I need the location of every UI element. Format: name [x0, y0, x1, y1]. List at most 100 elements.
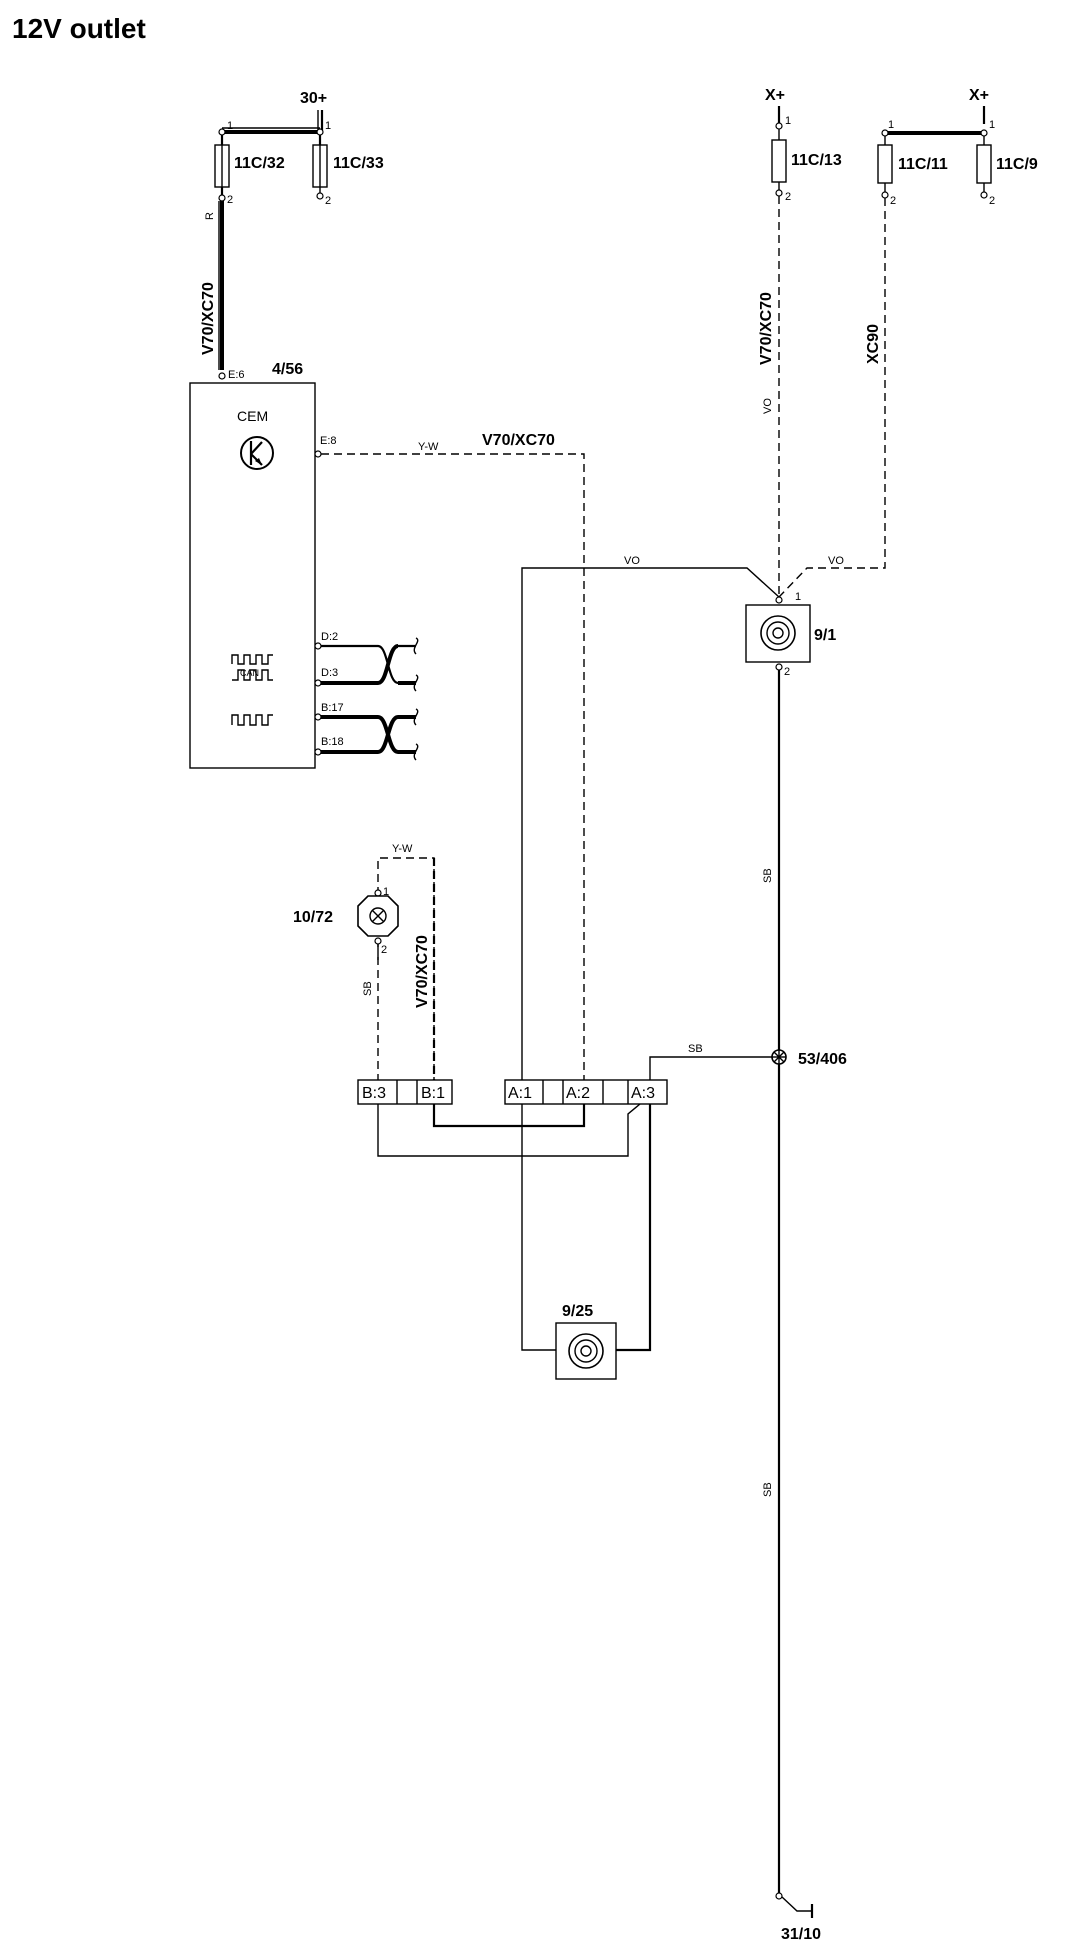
- cem-label: CEM: [237, 408, 268, 424]
- supply-30-label: 30+: [300, 90, 327, 107]
- cem-e8-pin: [314, 450, 322, 458]
- fuse-33-pin2-num: 2: [325, 195, 331, 207]
- can-twisted-pair-b: [321, 708, 419, 761]
- fuse-11c11-label: 11C/11: [898, 156, 948, 173]
- cem-e6-label: E:6: [228, 369, 245, 381]
- ground-label: 31/10: [781, 1926, 821, 1943]
- ground-pin: [775, 1892, 783, 1900]
- lamp-pin2-num: 2: [381, 944, 387, 956]
- cem-b17-pin: [314, 713, 322, 721]
- lamp-pin1: [374, 889, 382, 897]
- wire-v70xc70-label-3: V70/XC70: [758, 292, 775, 365]
- outlet-91-pin2-num: 2: [784, 666, 790, 678]
- outlet-91-pin2: [775, 663, 783, 671]
- cem-d2-label: D:2: [321, 631, 338, 643]
- fuse-13-pin2: [775, 189, 783, 197]
- fuse-32-pin2-num: 2: [227, 194, 233, 206]
- fuse-33-pin2: [316, 192, 324, 200]
- lamp-label: 10/72: [293, 909, 333, 926]
- connector-b1-label: B:1: [421, 1085, 445, 1102]
- ground-lead: [781, 1896, 812, 1912]
- wire-vo-outlet-a1: [521, 567, 780, 1080]
- fuse-11c13-label: 11C/13: [791, 152, 842, 169]
- wire-sb-label-2: SB: [762, 1482, 774, 1497]
- wire-vo-xc90: [778, 198, 886, 598]
- wire-r-label: R: [204, 212, 216, 220]
- wire-b1-a2: [432, 1104, 586, 1128]
- cem-b17-label: B:17: [321, 702, 344, 714]
- cem-b18-label: B:18: [321, 736, 344, 748]
- fuse-9-pin2-num: 2: [989, 195, 995, 207]
- fuse-32-pin2: [218, 194, 226, 202]
- lamp-icon: [357, 895, 399, 937]
- cem-e8-label: E:8: [320, 435, 337, 447]
- wire-yw-label-2: Y-W: [392, 843, 413, 855]
- wire-yw-label-1: Y-W: [418, 441, 439, 453]
- fuse-11c13: [771, 139, 787, 183]
- connector-a2-label: A:2: [566, 1085, 590, 1102]
- outlet-9-25-label: 9/25: [562, 1303, 593, 1320]
- outlet-9-1-label: 9/1: [814, 627, 836, 644]
- fuse-11c11: [877, 144, 893, 184]
- wire-b3-a3: [377, 1103, 641, 1157]
- fuse-11-pin2: [881, 191, 889, 199]
- wire-sb-label-1: SB: [762, 868, 774, 883]
- splice-53-406: [771, 1049, 787, 1065]
- wire-xc90-label: XC90: [865, 324, 882, 364]
- outlet-rear-socket-icon: [568, 1333, 604, 1369]
- cem-control-icon: [240, 436, 274, 470]
- cem-d3-pin: [314, 679, 322, 687]
- fuse-11c9: [976, 144, 992, 184]
- wire-sb-label-4: SB: [362, 981, 374, 996]
- fuse-11c32-label: 11C/32: [234, 155, 285, 172]
- wire-vo-label-3: VO: [624, 555, 640, 567]
- wire-v70xc70-label-2: V70/XC70: [482, 432, 555, 449]
- wire-v70xc70-label-1: V70/XC70: [200, 282, 217, 355]
- fuse-9-pin1: [980, 129, 988, 137]
- fuse-32-pin1-num: 1: [227, 120, 233, 132]
- cem-b18-pin: [314, 748, 322, 756]
- fuse-9-pin2: [980, 191, 988, 199]
- wire-sb-splice-a3: [649, 1056, 772, 1080]
- wire-yw-cem-a2: [321, 453, 585, 1080]
- splice-label: 53/406: [798, 1051, 847, 1068]
- fuse-33-pin1-num: 1: [325, 120, 331, 132]
- connector-a1-label: A:1: [508, 1085, 532, 1102]
- supply-x-label-1: X+: [765, 87, 785, 104]
- wire-vo-label-1: VO: [762, 398, 774, 414]
- wire-a3-outlet-rear: [614, 1104, 652, 1352]
- page-title: 12V outlet: [12, 13, 146, 44]
- cem-e6-pin: [218, 372, 226, 380]
- fuse-13-pin1-num: 1: [785, 115, 791, 127]
- outlet-socket-icon: [760, 615, 796, 651]
- connector-b: [357, 1079, 453, 1105]
- fuse-11-pin2-num: 2: [890, 195, 896, 207]
- fuse-32-pin1: [218, 128, 226, 136]
- wire-vo-label-2: VO: [828, 555, 844, 567]
- fuse-13-pin1: [775, 122, 783, 130]
- connector-a3-label: A:3: [631, 1085, 655, 1102]
- connector-b3-label: B:3: [362, 1085, 386, 1102]
- outlet-91-pin1-num: 1: [795, 591, 801, 603]
- can-twisted-pair-d: [321, 637, 419, 692]
- wire-sb-label-3: SB: [688, 1043, 703, 1055]
- fuse-9-pin1-num: 1: [989, 119, 995, 131]
- fuse-11c33-label: 11C/33: [333, 155, 384, 172]
- fuse-33-pin1: [316, 128, 324, 136]
- can-label: CAN: [240, 668, 259, 678]
- fuse-11-pin1-num: 1: [888, 119, 894, 131]
- cem-d3-label: D:3: [321, 667, 338, 679]
- supply-x-label-2: X+: [969, 87, 989, 104]
- cem-ref: 4/56: [272, 361, 303, 378]
- outlet-91-pin1: [775, 596, 783, 604]
- wire-a1-outlet-rear: [521, 1104, 558, 1351]
- can-bus-icon: [231, 654, 273, 726]
- wire-v70xc70-label-4: V70/XC70: [414, 935, 431, 1008]
- fuse-13-pin2-num: 2: [785, 191, 791, 203]
- wire-yw-lamp-b1: [377, 857, 435, 1080]
- cem-d2-pin: [314, 642, 322, 650]
- fuse-11c9-label: 11C/9: [996, 156, 1038, 173]
- lamp-pin1-num: 1: [383, 886, 389, 898]
- connector-a: [504, 1079, 668, 1105]
